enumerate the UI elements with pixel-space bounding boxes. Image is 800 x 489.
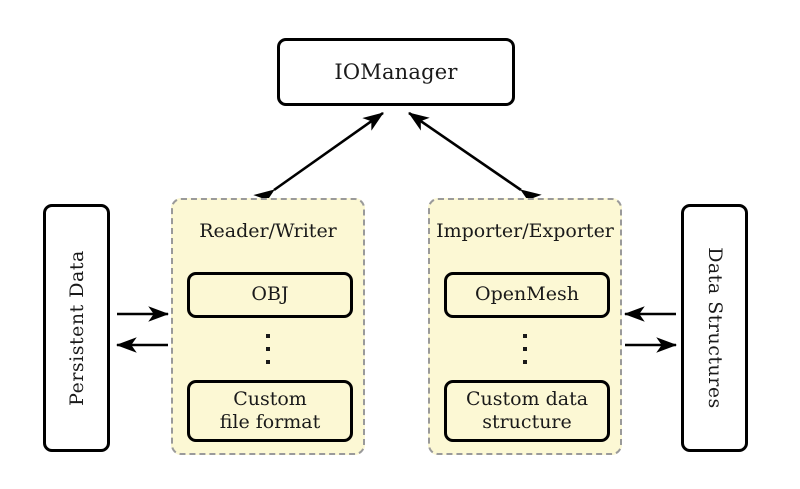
box-custom-file-format-label-line2: file format xyxy=(219,411,321,433)
iomanager-label: IOManager xyxy=(334,60,458,84)
importer-exporter-ellipsis xyxy=(523,334,527,364)
data-structures-label-wrap: Data Structures xyxy=(684,207,745,449)
panel-importer-exporter-title: Importer/Exporter xyxy=(436,220,614,242)
data-structures-label: Data Structures xyxy=(703,247,726,409)
data-structures-box[interactable]: Data Structures xyxy=(681,204,748,452)
arrow-iomanager-readerwriter xyxy=(253,111,384,208)
iomanager-box[interactable]: IOManager xyxy=(277,38,515,106)
box-openmesh-label: OpenMesh xyxy=(475,283,579,306)
persistent-data-label-wrap: Persistent Data xyxy=(46,207,107,449)
persistent-data-label: Persistent Data xyxy=(65,250,88,406)
box-custom-data-structure-label-line2: structure xyxy=(482,411,572,433)
box-custom-file-format-label-line1: Custom xyxy=(233,387,307,410)
persistent-data-box[interactable]: Persistent Data xyxy=(43,204,110,452)
box-obj[interactable]: OBJ xyxy=(187,272,353,318)
panel-reader-writer-title: Reader/Writer xyxy=(199,220,337,242)
arrow-iomanager-importerexporter xyxy=(408,111,542,208)
box-openmesh[interactable]: OpenMesh xyxy=(444,272,610,318)
box-custom-data-structure[interactable]: Custom data structure xyxy=(444,380,610,442)
reader-writer-ellipsis xyxy=(266,334,270,364)
box-obj-label: OBJ xyxy=(251,283,289,306)
panel-importer-exporter[interactable]: Importer/Exporter OpenMesh Custom data s… xyxy=(428,198,622,455)
box-custom-file-format[interactable]: Custom file format xyxy=(187,380,353,442)
box-custom-data-structure-label-line1: Custom data xyxy=(465,387,589,410)
panel-reader-writer[interactable]: Reader/Writer OBJ Custom file format xyxy=(171,198,365,455)
